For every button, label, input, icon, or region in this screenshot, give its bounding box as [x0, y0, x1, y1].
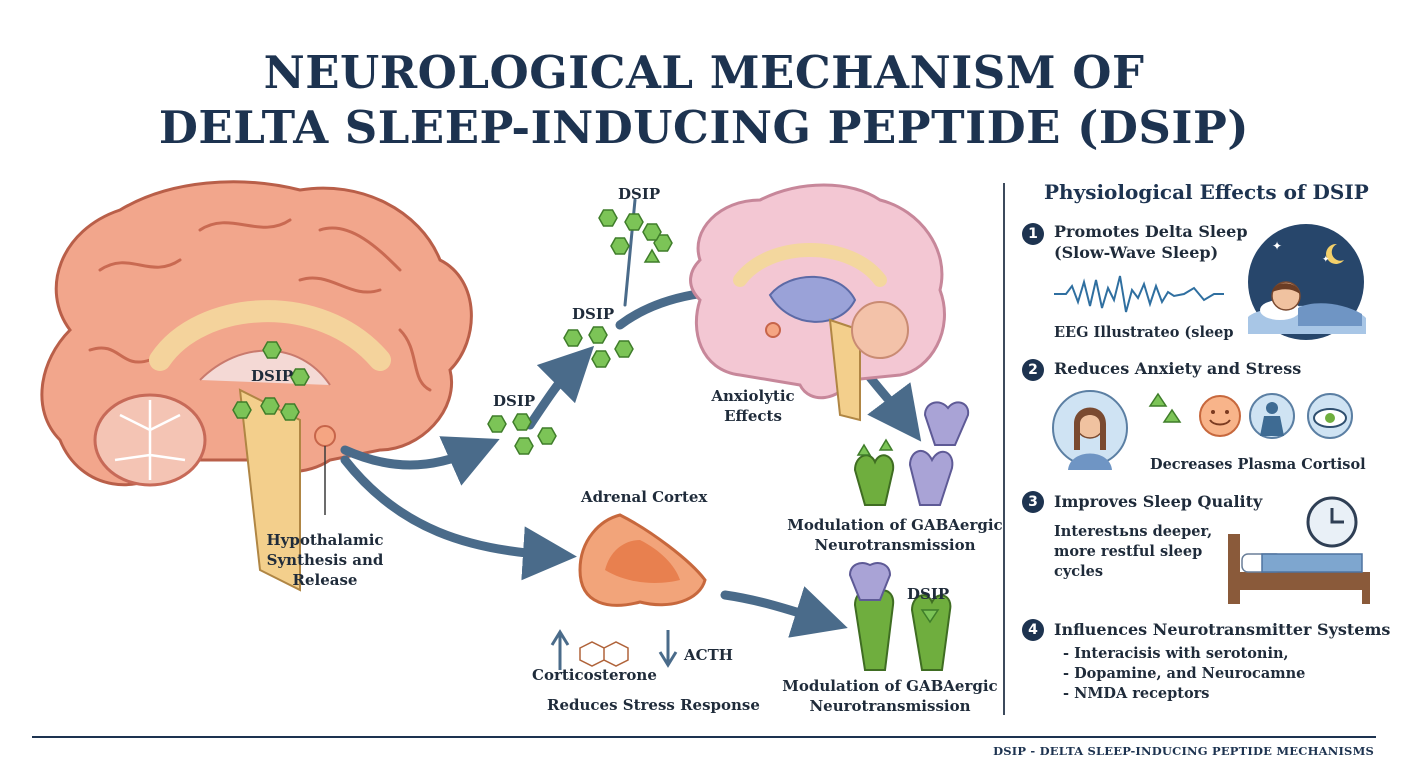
label-dsip-top: DSIP — [618, 185, 661, 203]
label-hypothalamic: Hypothalamic Synthesis and Release — [266, 531, 384, 589]
label-dsip-brain: DSIP — [251, 367, 294, 385]
diagram-illustration — [40, 180, 970, 671]
label-anxiolytic: Anxiolytic Effects — [711, 387, 795, 425]
label-dsip-receptor: DSIP — [907, 585, 950, 603]
effect-2-title: Reduces Anxiety and Stress — [1054, 359, 1302, 378]
effect-4-title: Influences Neurotransmitter Systems — [1054, 620, 1391, 639]
label-gaba-upper: Modulation of GABAergic Neurotransmissio… — [787, 516, 1003, 554]
receptor-lower-left — [848, 562, 895, 671]
svg-text:✦: ✦ — [1272, 239, 1282, 253]
label-dsip-mid: DSIP — [572, 305, 615, 323]
effect-1-number: 1 — [1022, 223, 1044, 245]
receptor-lower-right — [910, 594, 952, 671]
label-corticosterone: Corticosterone — [532, 666, 657, 684]
effect-4-text: - Interacisis with serotonin, - Dopamine… — [1063, 645, 1306, 702]
effect-2-text: Decreases Plasma Cortisol — [1150, 456, 1366, 473]
title-line-2: DELTA SLEEP-INDUCING PEPTIDE (DSIP) — [158, 101, 1250, 154]
label-gaba-lower: Modulation of GABAergic Neurotransmissio… — [782, 677, 998, 715]
small-brain-illustration — [689, 183, 946, 422]
effect-2-number: 2 — [1022, 359, 1044, 381]
effect-4-number: 4 — [1022, 619, 1044, 641]
effect-3-text: Interestьns deeper, more restful sleep c… — [1054, 523, 1213, 580]
receptor-upper-left — [853, 438, 895, 506]
adrenal-gland — [578, 513, 707, 607]
panel-divider — [1003, 183, 1005, 715]
label-dsip-mid-low: DSIP — [493, 392, 536, 410]
bed-and-clock-icon — [1228, 496, 1370, 604]
footer-caption: DSIP - DELTA SLEEP-INDUCING PEPTIDE MECH… — [993, 744, 1374, 758]
label-adrenal-cortex: Adrenal Cortex — [581, 488, 708, 506]
label-reduces-stress: Reduces Stress Response — [547, 696, 760, 714]
svg-text:✦: ✦ — [1322, 255, 1330, 265]
eeg-wave-icon — [1054, 275, 1224, 313]
sleeping-person-icon: ✦ ✦ — [1248, 224, 1366, 340]
effect-1-text: EEG Illustrateo (sleep — [1054, 324, 1234, 341]
anxiety-relief-icons — [1052, 390, 1353, 470]
title-line-1: NEUROLOGICAL MECHANISM OF — [263, 46, 1145, 99]
label-acth: ACTH — [684, 646, 733, 664]
large-brain-illustration — [40, 180, 473, 592]
hormone-icons — [550, 629, 678, 670]
effect-3-title: Improves Sleep Quality — [1054, 492, 1263, 511]
effect-3-number: 3 — [1022, 491, 1044, 513]
effects-panel-heading: Physiological Effects of DSIP — [1044, 180, 1369, 204]
cerebellum — [93, 393, 207, 487]
effect-1-title: Promotes Delta Sleep (Slow-Wave Sleep) — [1054, 222, 1248, 262]
footer-rule — [32, 736, 1376, 738]
receptor-upper-right — [908, 401, 970, 506]
peptide-clusters — [487, 209, 673, 455]
